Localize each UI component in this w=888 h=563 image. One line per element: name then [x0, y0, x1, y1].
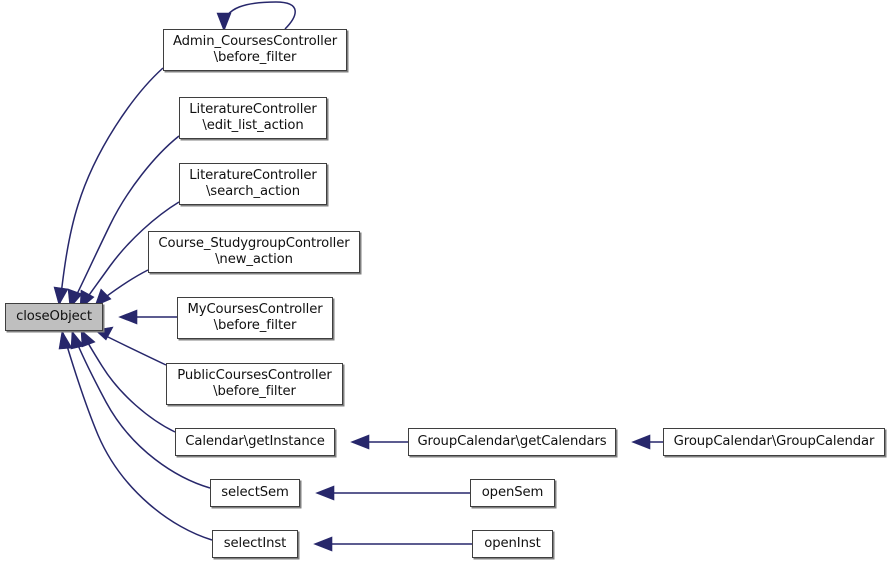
edge-opensem-to-selectsem: [315, 485, 470, 501]
edge-literature-edit-to-closeobject: [67, 135, 180, 309]
edge-selectsem-to-closeobject: [70, 330, 211, 489]
edge-selectinst-to-closeobject: [58, 330, 213, 541]
edge-publiccourses-to-closeobject: [94, 326, 167, 366]
node-admin-courses-controller-before-filter[interactable]: Admin_CoursesController \before_filter: [163, 29, 347, 71]
edge-calendar-to-closeobject: [80, 329, 176, 433]
node-course-studygroup-controller-new-action[interactable]: Course_StudygroupController \new_action: [148, 231, 360, 273]
edge-admin-self-loop: [216, 1, 296, 32]
node-closeobject[interactable]: closeObject: [5, 303, 103, 331]
edge-openinst-to-selectinst: [313, 536, 472, 552]
edge-admin-to-closeobject: [53, 67, 164, 306]
node-mycourses-controller-before-filter[interactable]: MyCoursesController \before_filter: [177, 297, 333, 339]
node-openinst[interactable]: openInst: [472, 530, 553, 558]
node-selectsem[interactable]: selectSem: [210, 479, 300, 507]
edge-getcalendars-to-getinstance: [350, 434, 408, 450]
node-groupcalendar-getcalendars[interactable]: GroupCalendar\getCalendars: [408, 428, 616, 456]
node-groupcalendar-groupcalendar[interactable]: GroupCalendar\GroupCalendar: [663, 428, 885, 456]
edge-mycourses-to-closeobject: [118, 309, 177, 325]
edge-groupcalendar-to-getcalendars: [631, 434, 663, 450]
node-literature-controller-search-action[interactable]: LiteratureController \search_action: [179, 163, 327, 205]
node-selectinst[interactable]: selectInst: [212, 530, 298, 558]
node-calendar-getinstance[interactable]: Calendar\getInstance: [175, 428, 335, 456]
node-publiccourses-controller-before-filter[interactable]: PublicCoursesController \before_filter: [166, 363, 343, 405]
node-opensem[interactable]: openSem: [470, 479, 555, 507]
node-literature-controller-edit-list-action[interactable]: LiteratureController \edit_list_action: [179, 97, 327, 139]
